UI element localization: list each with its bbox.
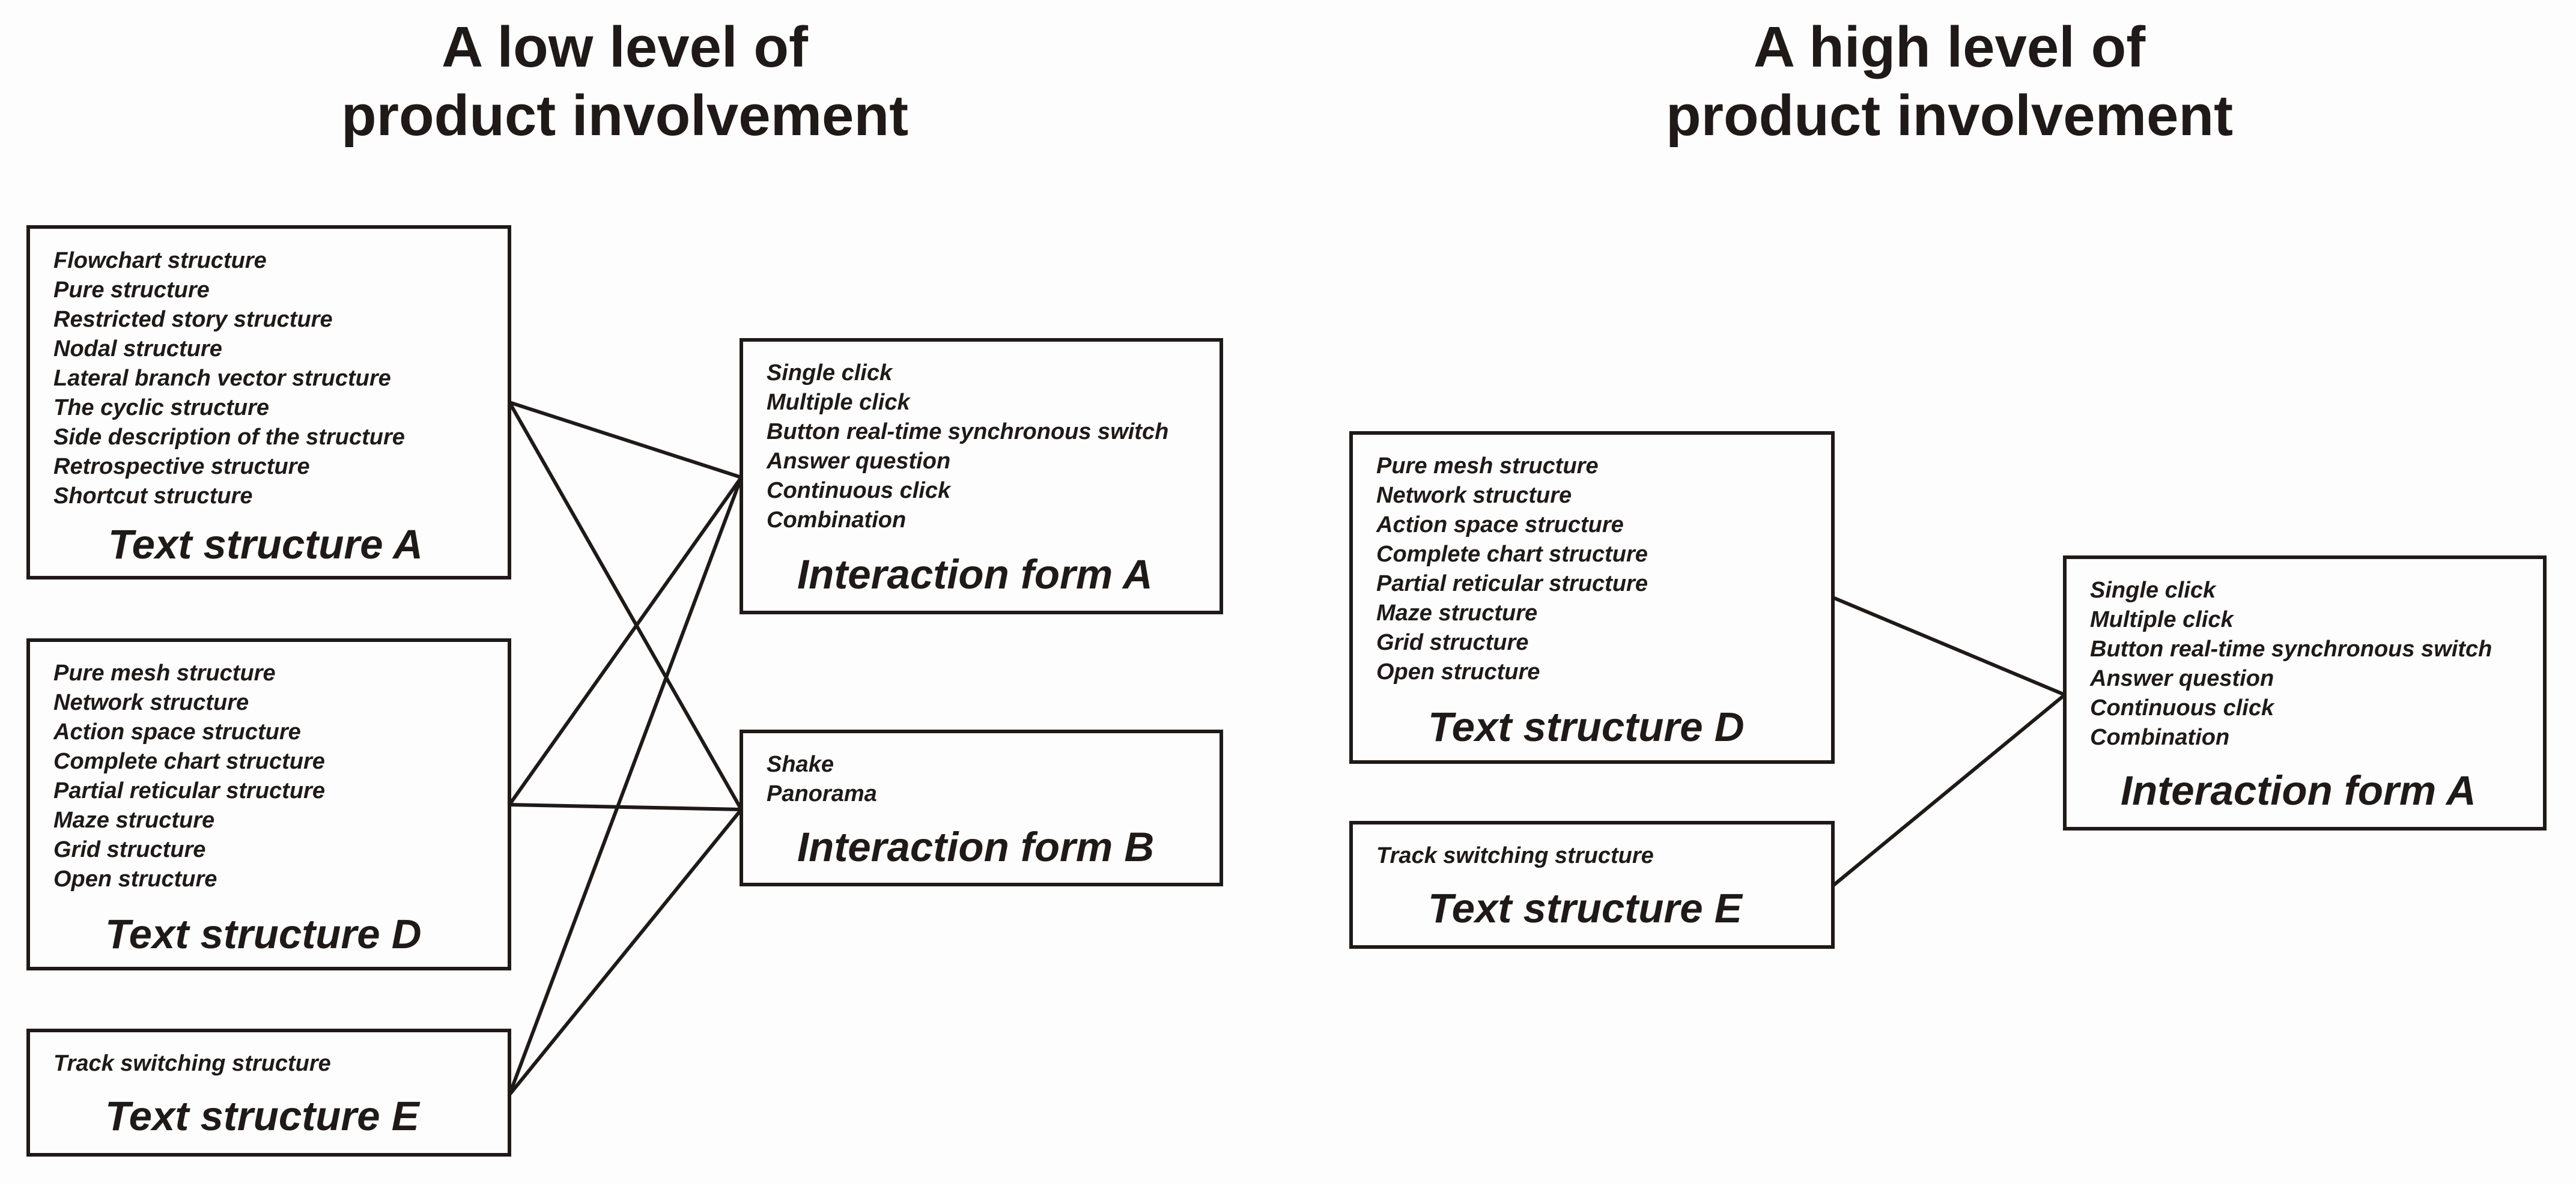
box-label: Text structure E <box>105 1093 419 1139</box>
list-item: Track switching structure <box>1376 843 1654 868</box>
left-text-structure-e-box: Track switching structure Text structure… <box>26 1029 511 1157</box>
list-item: Multiple click <box>2090 607 2234 632</box>
list-item: Combination <box>2090 725 2230 750</box>
connector-right-d-to-ia <box>1832 596 2066 697</box>
box-label: Interaction form A <box>797 551 1153 598</box>
connector-a-to-ia <box>509 401 742 479</box>
list-item: Shortcut structure <box>53 483 253 509</box>
list-item: Complete chart structure <box>1376 542 1648 567</box>
list-item: Partial reticular structure <box>53 778 325 803</box>
list-item: Open structure <box>53 867 217 892</box>
list-item: Continuous click <box>767 478 951 503</box>
list-item: Continuous click <box>2090 695 2274 721</box>
box-label: Interaction form B <box>797 824 1155 870</box>
list-item: Button real-time synchronous switch <box>767 419 1169 444</box>
left-title: A low level of product involvement <box>174 13 1075 150</box>
right-title-line1: A high level of <box>1753 15 2146 79</box>
list-item: Answer question <box>2090 666 2274 691</box>
right-interaction-form-a-box: Single click Multiple click Button real-… <box>2063 555 2547 831</box>
list-item: Grid structure <box>53 837 206 862</box>
list-item: Nodal structure <box>53 336 222 362</box>
list-item: Action space structure <box>1376 512 1624 537</box>
left-interaction-form-a-box: Single click Multiple click Button real-… <box>740 338 1223 614</box>
list-item: Action space structure <box>53 719 301 745</box>
box-label: Interaction form A <box>2121 767 2476 814</box>
list-item: Partial reticular structure <box>1376 571 1648 596</box>
list-item: Single click <box>2090 578 2216 603</box>
list-item: Flowchart structure <box>53 248 267 273</box>
list-item: Combination <box>767 507 907 533</box>
box-label: Text structure D <box>105 911 422 957</box>
right-text-structure-e-box: Track switching structure Text structure… <box>1349 821 1835 949</box>
list-item: Pure structure <box>53 277 210 303</box>
connector-e-to-ib <box>508 808 743 1096</box>
connector-right-e-to-ia <box>1832 693 2066 888</box>
list-item: Lateral branch vector structure <box>53 366 391 391</box>
connector-d-to-ib <box>509 803 742 811</box>
left-text-structure-a-box: Flowchart structure Pure structure Restr… <box>26 225 511 579</box>
list-item: Pure mesh structure <box>1376 453 1599 479</box>
box-label: Text structure E <box>1428 885 1742 931</box>
list-item: Multiple click <box>767 390 910 415</box>
list-item: Shake <box>767 752 834 777</box>
list-item: Answer question <box>767 449 951 474</box>
list-item: Complete chart structure <box>53 749 325 774</box>
box-label: Text structure D <box>1428 704 1745 750</box>
list-item: Maze structure <box>53 808 215 833</box>
connector-d-to-ia <box>508 476 743 806</box>
list-item: Maze structure <box>1376 601 1538 626</box>
left-text-structure-d-box: Pure mesh structure Network structure Ac… <box>26 638 511 970</box>
left-title-line1: A low level of <box>442 15 808 79</box>
list-item: Button real-time synchronous switch <box>2090 637 2492 662</box>
right-title: A high level of product involvement <box>1499 13 2400 150</box>
list-item: The cyclic structure <box>53 395 270 420</box>
list-item: Network structure <box>1376 483 1572 508</box>
list-item: Restricted story structure <box>53 307 333 332</box>
left-title-line2: product involvement <box>341 83 909 148</box>
connector-a-to-ib <box>508 401 743 811</box>
list-item: Open structure <box>1376 659 1540 685</box>
connector-e-to-ia <box>508 476 743 1096</box>
box-label: Text structure A <box>108 521 424 567</box>
list-item: Single click <box>767 360 893 386</box>
list-item: Network structure <box>53 690 249 715</box>
right-title-line2: product involvement <box>1665 83 2234 148</box>
left-interaction-form-b-box: Shake Panorama Interaction form B <box>740 730 1223 886</box>
list-item: Side description of the structure <box>53 425 405 450</box>
list-item: Track switching structure <box>53 1051 331 1076</box>
list-item: Retrospective structure <box>53 454 310 479</box>
list-item: Pure mesh structure <box>53 661 276 686</box>
list-item: Grid structure <box>1376 630 1529 655</box>
list-item: Panorama <box>767 781 877 806</box>
right-text-structure-d-box: Pure mesh structure Network structure Ac… <box>1349 431 1835 764</box>
